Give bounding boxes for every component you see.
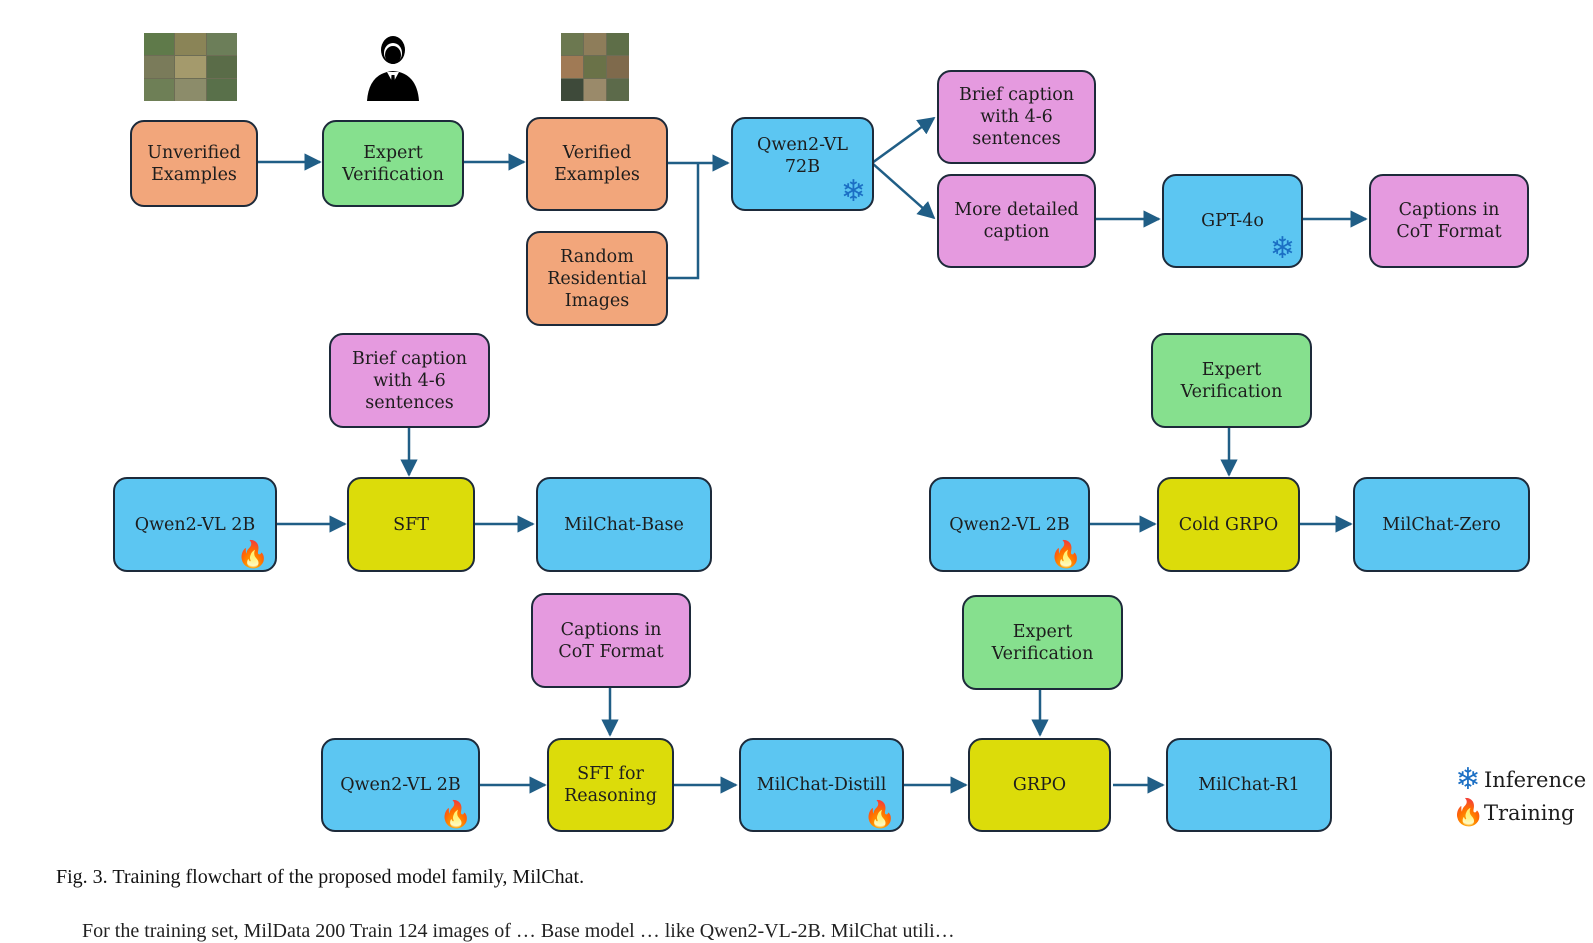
arrow-qwen72b-to-detailed xyxy=(871,162,936,220)
verified-images-icon xyxy=(561,33,629,101)
sft-for-reasoning-label: SFT for Reasoning xyxy=(564,764,657,806)
captions-cot-bottom-node: Captions in CoT Format xyxy=(531,593,691,688)
more-detailed-caption-label: More detailed caption xyxy=(954,200,1079,242)
qwen2-vl-2b-a-label: Qwen2-VL 2B xyxy=(134,514,256,535)
milchat-base-label: MilChat-Base xyxy=(564,514,684,535)
captions-cot-top-node: Captions in CoT Format xyxy=(1369,174,1529,268)
legend-inference: ❄ Inference xyxy=(1452,762,1586,797)
unverified-examples-label: Unverified Examples xyxy=(147,142,241,185)
qwen2-vl-2b-c-label: Qwen2-VL 2B xyxy=(340,775,461,795)
gpt-4o-node: GPT-4o ❄ xyxy=(1162,174,1303,268)
expert-verification-bottom-node: Expert Verification xyxy=(962,595,1123,690)
expert-verification-top-node: Expert Verification xyxy=(322,120,464,207)
qwen2-vl-2b-c-node: Qwen2-VL 2B 🔥 xyxy=(321,738,480,832)
milchat-distill-node: MilChat-Distill 🔥 xyxy=(739,738,904,832)
qwen2-vl-72b-label: Qwen2-VL 72B xyxy=(757,135,848,177)
random-residential-images-label: Random Residential Images xyxy=(547,246,647,311)
sft-label: SFT xyxy=(393,514,429,535)
random-residential-images-node: Random Residential Images xyxy=(526,231,668,326)
verified-examples-label: Verified Examples xyxy=(554,143,640,185)
milchat-zero-node: MilChat-Zero xyxy=(1353,477,1530,572)
arrow-random-to-qwen72b xyxy=(667,163,700,280)
qwen2-vl-2b-b-node: Qwen2-VL 2B 🔥 xyxy=(929,477,1090,572)
fire-icon: 🔥 xyxy=(236,540,269,570)
cold-grpo-label: Cold GRPO xyxy=(1178,514,1279,535)
brief-caption-mid-node: Brief caption with 4-6 sentences xyxy=(329,333,490,428)
milchat-zero-label: MilChat-Zero xyxy=(1382,514,1501,535)
cold-grpo-node: Cold GRPO xyxy=(1157,477,1300,572)
fire-icon: 🔥 xyxy=(439,800,472,830)
brief-caption-top-node: Brief caption with 4-6 sentences xyxy=(937,70,1096,164)
grpo-node: GRPO xyxy=(968,738,1111,832)
expert-person-icon xyxy=(367,36,419,101)
gpt-4o-label: GPT-4o xyxy=(1201,211,1264,231)
verified-examples-node: Verified Examples xyxy=(526,117,668,211)
legend-training: 🔥 Training xyxy=(1452,798,1575,828)
unverified-examples-node: Unverified Examples xyxy=(130,120,258,207)
brief-caption-top-label: Brief caption with 4-6 sentences xyxy=(958,85,1075,149)
qwen2-vl-2b-a-node: Qwen2-VL 2B 🔥 xyxy=(113,477,277,572)
legend-inference-label: Inference xyxy=(1484,767,1587,792)
sft-node: SFT xyxy=(347,477,475,572)
expert-verification-mid-label: Expert Verification xyxy=(1180,359,1283,402)
captions-cot-bottom-label: Captions in CoT Format xyxy=(558,619,664,662)
arrow-qwen72b-to-brief xyxy=(871,116,936,165)
snowflake-icon: ❄ xyxy=(1269,231,1295,266)
fire-icon: 🔥 xyxy=(1049,540,1082,570)
more-detailed-caption-node: More detailed caption xyxy=(937,174,1096,268)
sft-for-reasoning-node: SFT for Reasoning xyxy=(547,738,674,832)
milchat-r1-label: MilChat-R1 xyxy=(1198,775,1300,795)
snowflake-icon: ❄ xyxy=(840,174,866,209)
fire-icon: 🔥 xyxy=(1452,798,1485,828)
captions-cot-top-label: Captions in CoT Format xyxy=(1396,200,1502,242)
body-text-fragment: For the training set, MilData 200 Train … xyxy=(82,920,955,942)
brief-caption-mid-label: Brief caption with 4-6 sentences xyxy=(351,348,468,413)
qwen2-vl-2b-b-label: Qwen2-VL 2B xyxy=(949,514,1070,535)
milchat-r1-node: MilChat-R1 xyxy=(1166,738,1332,832)
figure-caption: Fig. 3. Training flowchart of the propos… xyxy=(56,866,585,888)
qwen2-vl-72b-node: Qwen2-VL 72B ❄ xyxy=(731,117,874,211)
legend-training-label: Training xyxy=(1484,801,1575,825)
flowchart-connectors xyxy=(257,116,1368,794)
milchat-base-node: MilChat-Base xyxy=(536,477,712,572)
expert-verification-mid-node: Expert Verification xyxy=(1151,333,1312,428)
unverified-images-icon xyxy=(144,33,237,101)
milchat-distill-label: MilChat-Distill xyxy=(756,775,887,795)
fire-icon: 🔥 xyxy=(863,800,896,830)
snowflake-icon: ❄ xyxy=(1455,762,1481,797)
expert-verification-top-label: Expert Verification xyxy=(342,142,444,185)
expert-verification-bottom-label: Expert Verification xyxy=(991,621,1094,664)
grpo-label: GRPO xyxy=(1012,775,1067,795)
